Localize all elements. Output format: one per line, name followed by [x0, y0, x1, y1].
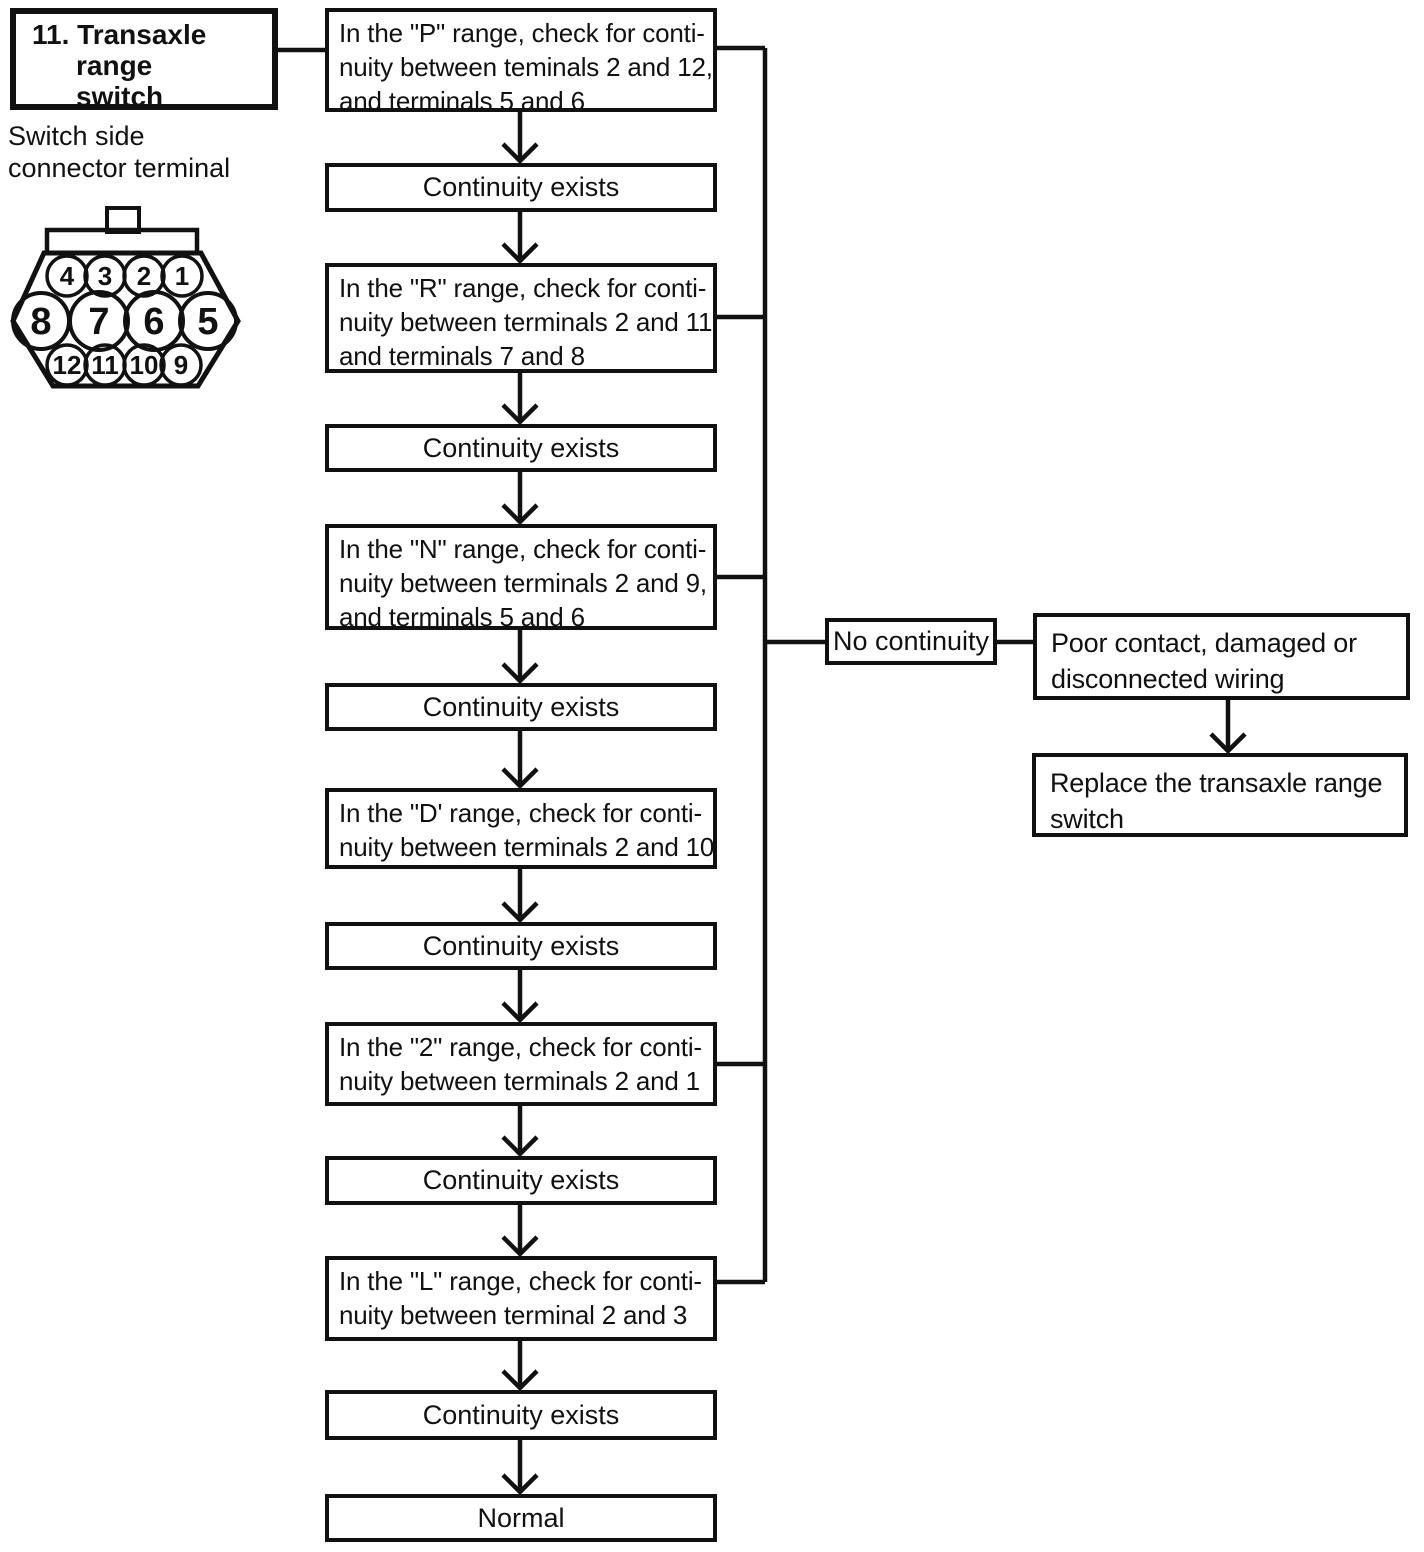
arrow-down-icon — [501, 731, 539, 790]
arrow-down-icon — [501, 1341, 539, 1392]
flow-box-continuity-exists-4: Continuity exists — [325, 922, 717, 970]
flow-box-continuity-exists-5: Continuity exists — [325, 1156, 717, 1205]
arrow-down-icon — [501, 970, 539, 1024]
terminal-number: 7 — [88, 301, 109, 343]
terminal-number: 4 — [60, 261, 75, 291]
terminal-number: 11 — [91, 350, 119, 380]
terminal-number: 8 — [30, 301, 51, 343]
arrow-down-icon — [501, 1205, 539, 1258]
terminal-pin — [11, 290, 238, 352]
flow-box-continuity-exists-3: Continuity exists — [325, 683, 717, 731]
flow-box-continuity-exists-6: Continuity exists — [325, 1390, 717, 1440]
switch-side-connector-label: Switch side connector terminal — [8, 121, 231, 183]
arrow-down-icon — [501, 630, 539, 685]
flow-box-continuity-exists-2: Continuity exists — [325, 424, 717, 472]
terminal-number: 9 — [174, 350, 188, 380]
flow-box-d-range-check: In the "D' range, check for conti- nuity… — [325, 788, 717, 869]
terminal-number: 6 — [143, 301, 164, 343]
arrow-down-icon — [501, 472, 539, 526]
terminal-pin — [45, 254, 204, 298]
arrow-down-icon — [501, 212, 539, 265]
flow-box-2-range-check: In the "2" range, check for conti- nuity… — [325, 1022, 717, 1106]
arrow-down-icon — [501, 869, 539, 924]
terminal-number: 1 — [175, 261, 189, 291]
arrow-down-icon — [501, 373, 539, 426]
replace-switch-box: Replace the transaxle range switch — [1032, 753, 1408, 837]
flow-box-normal: Normal — [325, 1494, 717, 1542]
terminal-pin — [45, 343, 203, 387]
arrow-down-icon — [501, 112, 539, 165]
terminal-number: 10 — [130, 350, 159, 380]
no-continuity-box: No continuity — [825, 618, 997, 665]
flow-box-l-range-check: In the "L" range, check for conti- nuity… — [325, 1256, 717, 1341]
flow-box-p-range-check: In the "P" range, check for conti- nuity… — [325, 8, 717, 112]
arrow-down-icon — [1209, 700, 1247, 755]
arrow-down-icon — [501, 1106, 539, 1158]
terminal-number: 12 — [53, 350, 82, 380]
title-box: 11. Transaxle range switch — [10, 8, 278, 110]
terminal-number: 5 — [197, 301, 218, 343]
poor-contact-box: Poor contact, damaged or disconnected wi… — [1033, 613, 1410, 700]
terminal-number: 2 — [137, 261, 151, 291]
flow-box-continuity-exists-1: Continuity exists — [325, 163, 717, 212]
arrow-down-icon — [501, 1440, 539, 1496]
terminal-number: 3 — [98, 261, 112, 291]
flow-box-n-range-check: In the "N" range, check for conti- nuity… — [325, 524, 717, 630]
connector-terminal-diagram: 4 3 2 1 12 11 10 9 8 7 6 5 — [10, 206, 241, 389]
flow-box-r-range-check: In the "R" range, check for conti- nuity… — [325, 263, 717, 373]
